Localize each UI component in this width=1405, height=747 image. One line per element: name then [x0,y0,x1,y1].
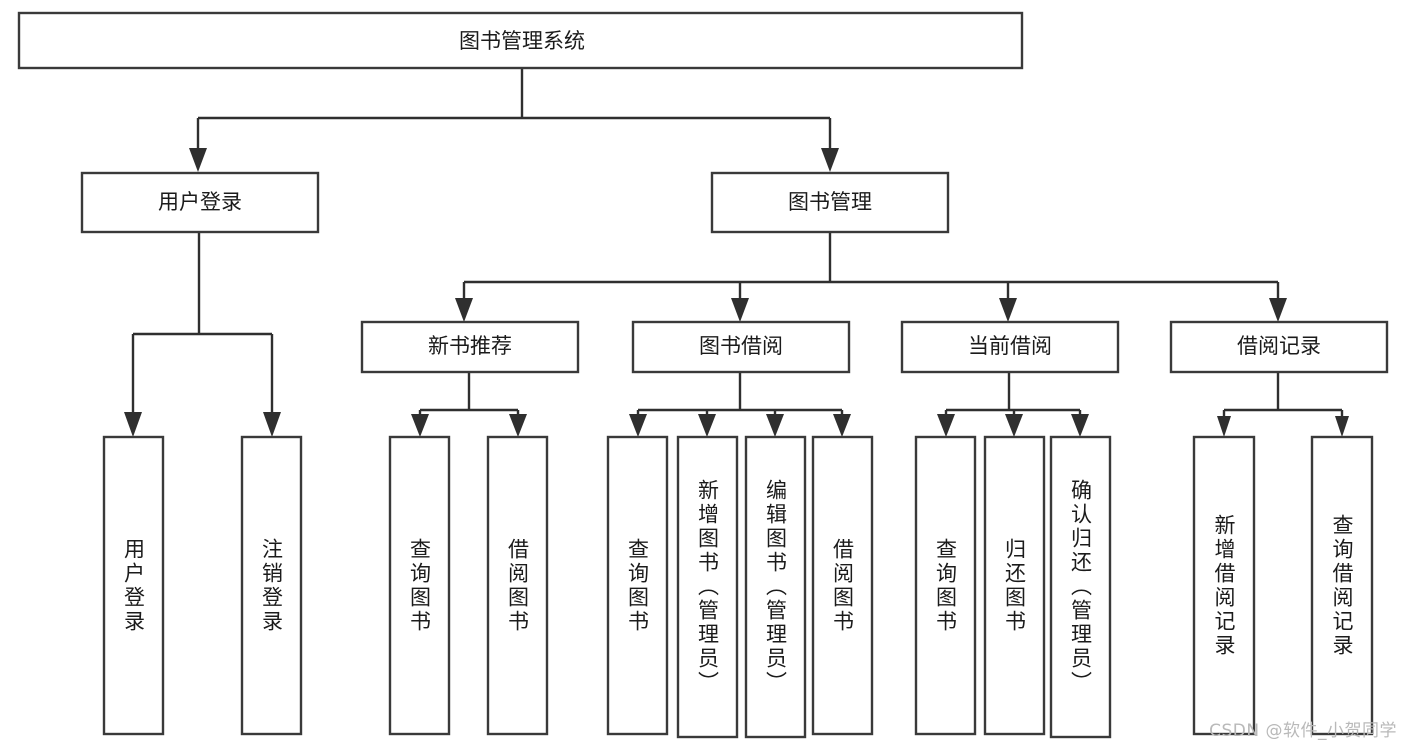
node-current-borrow[interactable]: 当前借阅 [900,320,1120,374]
arrow-head-current-borrow-leaf-0 [937,414,955,437]
node-current-borrow-label: 当前借阅 [968,334,1052,358]
node-book-management-box[interactable] [710,171,950,234]
node-book-management-label: 图书管理 [788,190,872,214]
leaf-return-book-label: 归还图书 [1002,537,1027,634]
leaf-node-query-record[interactable]: 查询借阅记录 [1310,435,1374,736]
leaf-node-query-book-3[interactable]: 查询图书 [914,435,977,736]
arrow-head-new-book-leaf-1 [509,414,527,437]
leaf-confirm-return-label: 确认归还（管理员） [1068,479,1093,695]
leaf-borrow-book-2-label: 借阅图书 [830,537,855,634]
leaf-add-record-label: 新增借阅记录 [1212,513,1237,658]
arrow-head-book-borrow-leaf-3 [833,414,851,437]
arrow-head-book-borrow-leaf-2 [766,414,784,437]
node-root-label: 图书管理系统 [459,29,585,53]
node-book-borrow-label: 图书借阅 [699,334,783,358]
node-borrow-record-box[interactable] [1169,320,1389,374]
arrow-head-book-borrow-leaf-0 [629,414,647,437]
leaf-node-borrow-book-1[interactable]: 借阅图书 [486,435,549,736]
node-book-borrow-box[interactable] [631,320,851,374]
leaf-confirm-return-box[interactable] [1049,435,1112,739]
leaf-query-book-1-box[interactable] [388,435,451,736]
leaf-node-query-book-1[interactable]: 查询图书 [388,435,451,736]
node-root[interactable]: 图书管理系统 [17,11,1024,70]
node-new-book-recommend-label: 新书推荐 [428,334,512,358]
leaf-query-book-3-box[interactable] [914,435,977,736]
connector-layer [124,68,1349,437]
leaf-user-login-label: 用户登录 [121,537,146,634]
leaf-edit-book-label: 编辑图书（管理员） [763,479,788,695]
leaf-node-add-record[interactable]: 新增借阅记录 [1192,435,1256,736]
leaf-logout-login-label: 注销登录 [259,537,284,634]
leaf-node-add-book[interactable]: 新增图书（管理员） [676,435,739,739]
node-current-borrow-box[interactable] [900,320,1120,374]
leaf-edit-book-box[interactable] [744,435,807,739]
arrow-head-borrow-record-leaf-0 [1217,416,1231,437]
leaf-query-book-2-label: 查询图书 [625,537,650,634]
node-borrow-record[interactable]: 借阅记录 [1169,320,1389,374]
arrow-head-bm-current-borrow [999,298,1017,322]
arrow-head-root-to-book-management [821,148,839,172]
leaf-borrow-book-1-box[interactable] [486,435,549,736]
node-root-box[interactable] [17,11,1024,70]
leaf-user-login-box[interactable] [102,435,165,736]
leaf-logout-login-box[interactable] [240,435,303,736]
arrow-head-current-borrow-leaf-1 [1005,414,1023,437]
arrow-head-current-borrow-leaf-2 [1071,414,1089,437]
leaf-query-book-2-box[interactable] [606,435,669,736]
leaf-add-book-label: 新增图书（管理员） [695,479,720,695]
arrow-head-root-to-user-login [189,148,207,172]
leaf-node-confirm-return[interactable]: 确认归还（管理员） [1049,435,1112,739]
arrow-head-borrow-record-leaf-1 [1335,416,1349,437]
arrow-head-user-login-leaf-1 [263,412,281,437]
leaf-node-user-login[interactable]: 用户登录 [102,435,165,736]
leaf-node-borrow-book-2[interactable]: 借阅图书 [811,435,874,736]
node-new-book-recommend-box[interactable] [360,320,580,374]
leaf-query-book-3-label: 查询图书 [933,537,958,634]
leaf-node-edit-book[interactable]: 编辑图书（管理员） [744,435,807,739]
leaf-add-book-box[interactable] [676,435,739,739]
arrow-head-new-book-leaf-0 [411,414,429,437]
leaf-query-book-1-label: 查询图书 [407,537,432,634]
leaf-add-record-box[interactable] [1192,435,1256,736]
leaf-borrow-book-1-label: 借阅图书 [505,537,530,634]
arrow-head-book-borrow-leaf-1 [698,414,716,437]
arrow-head-bm-borrow-record [1269,298,1287,322]
leaf-node-logout-login[interactable]: 注销登录 [240,435,303,736]
leaf-query-record-label: 查询借阅记录 [1330,513,1355,658]
arrow-head-bm-new-book-recommend [455,298,473,322]
node-user-login[interactable]: 用户登录 [80,171,320,234]
node-book-borrow[interactable]: 图书借阅 [631,320,851,374]
leaf-node-query-book-2[interactable]: 查询图书 [606,435,669,736]
node-new-book-recommend[interactable]: 新书推荐 [360,320,580,374]
node-user-login-box[interactable] [80,171,320,234]
leaf-query-record-box[interactable] [1310,435,1374,736]
node-borrow-record-label: 借阅记录 [1237,334,1321,358]
arrow-head-user-login-leaf-0 [124,412,142,437]
leaf-return-book-box[interactable] [983,435,1046,736]
leaf-borrow-book-2-box[interactable] [811,435,874,736]
node-book-management[interactable]: 图书管理 [710,171,950,234]
arrow-head-bm-book-borrow [731,298,749,322]
node-user-login-label: 用户登录 [158,190,242,214]
leaf-node-return-book[interactable]: 归还图书 [983,435,1046,736]
